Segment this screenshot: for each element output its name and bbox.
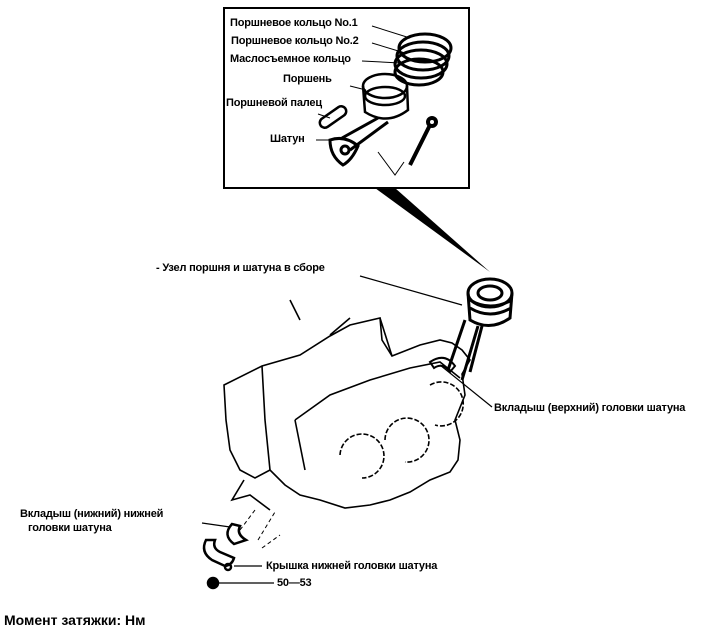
- connecting-rod: [328, 116, 389, 167]
- label-piston-ring-2: Поршневое кольцо No.2: [231, 35, 359, 47]
- label-connecting-rod: Шатун: [270, 133, 305, 145]
- label-piston-pin: Поршневой палец: [226, 97, 322, 109]
- label-piston-rod-assembly: - Узел поршня и шатуна в сборе: [156, 262, 325, 274]
- cap-dashes: [239, 509, 281, 549]
- piston-pin: [318, 105, 348, 129]
- engine-block: [223, 299, 471, 511]
- torque-value: 50—53: [277, 577, 312, 589]
- label-lower-bearing-line2: головки шатуна: [28, 522, 112, 534]
- piston: [361, 72, 410, 120]
- inset-frame: [223, 7, 470, 189]
- piston-rings: [393, 32, 453, 87]
- label-piston-ring-1: Поршневое кольцо No.1: [230, 17, 358, 29]
- rod-bolt: [408, 116, 438, 166]
- zoom-wedge: [375, 188, 490, 272]
- bolt-guide: [377, 151, 405, 176]
- leader-lines: [201, 275, 493, 584]
- inset-leaders: [316, 25, 411, 141]
- label-lower-bearing-line1: Вкладыш (нижний) нижней: [20, 508, 164, 520]
- label-upper-bearing: Вкладыш (верхний) головки шатуна: [494, 402, 686, 414]
- label-rod-cap: Крышка нижней головки шатуна: [266, 560, 438, 572]
- label-oil-ring: Маслосъемное кольцо: [230, 53, 351, 65]
- upper-bearing-shell: [428, 356, 457, 374]
- lower-bearing-parts: [202, 522, 249, 590]
- label-piston: Поршень: [283, 73, 332, 85]
- torque-units-title: Момент затяжки: Нм: [4, 612, 146, 628]
- piston-assembly: [446, 277, 514, 381]
